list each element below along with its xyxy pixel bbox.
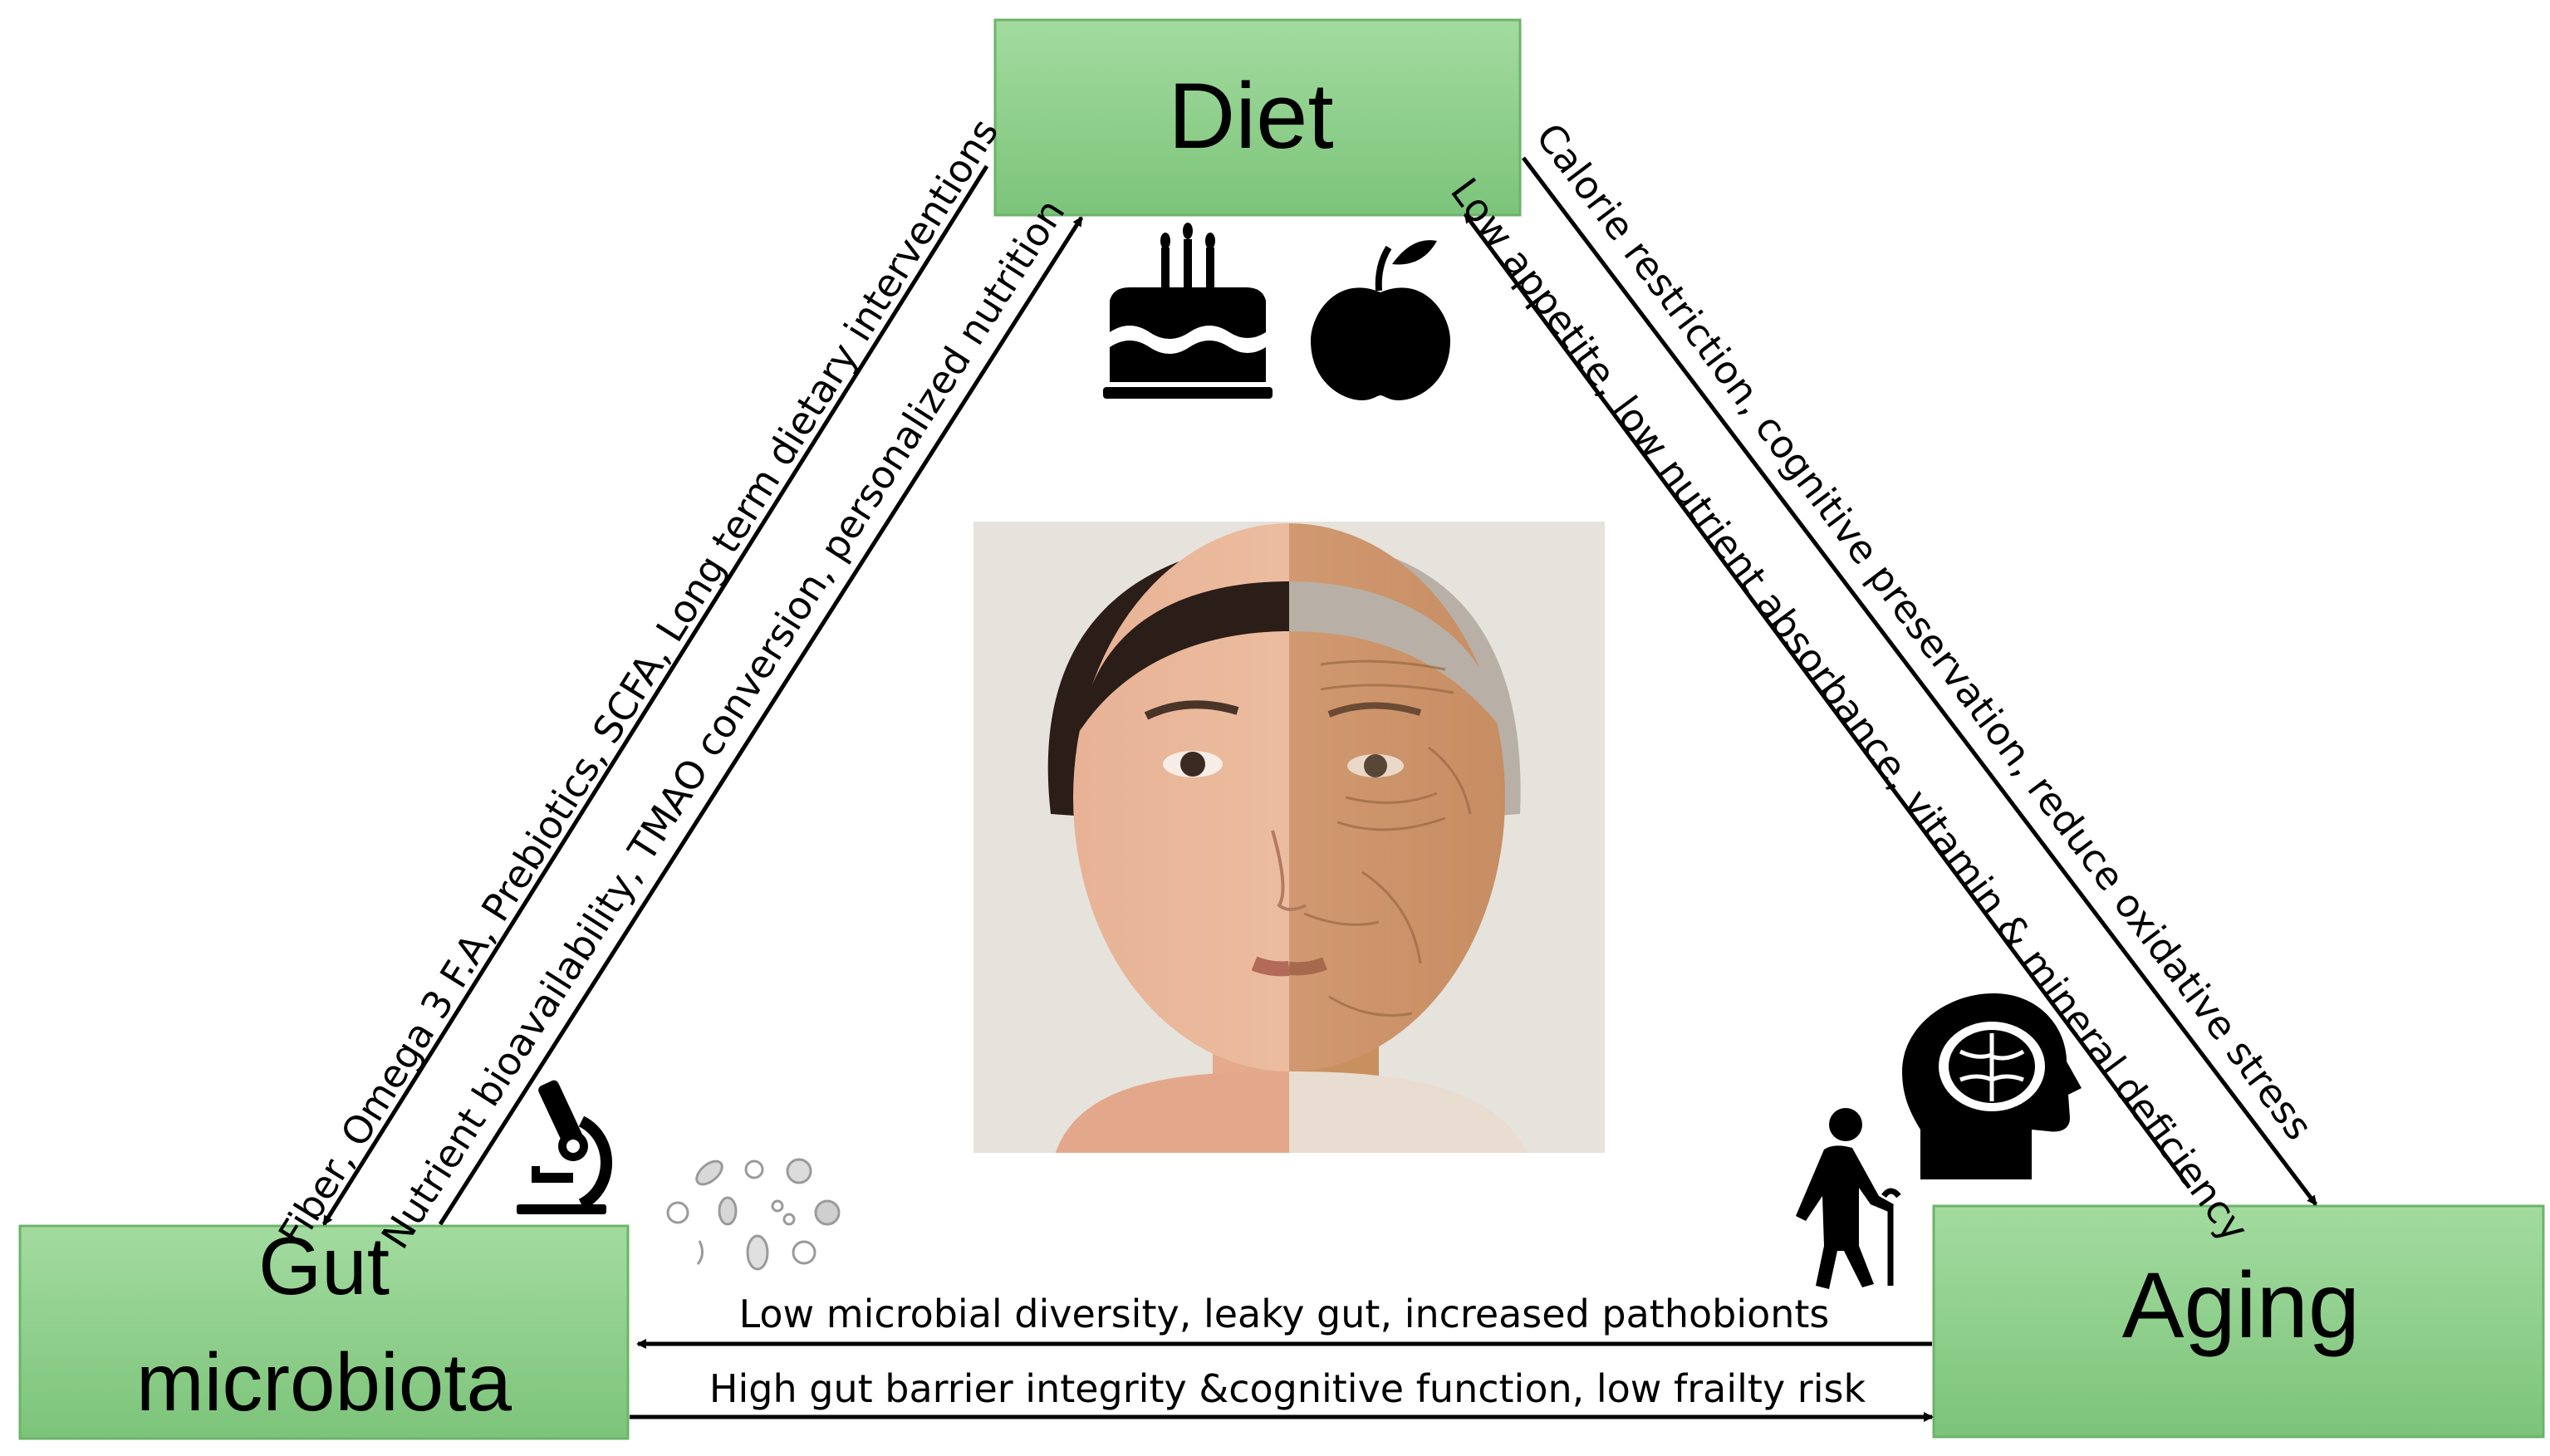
gut-label-line1: Gut bbox=[258, 1220, 390, 1311]
aging-face-image bbox=[973, 522, 1605, 1153]
edge-label-fiber: Fiber, Omega 3 F.A, Prebiotics, SCFA, Lo… bbox=[270, 110, 1008, 1253]
arrow-diet-to-aging bbox=[1522, 156, 2317, 1206]
gut-microbiota-node: Gut microbiota bbox=[18, 1220, 630, 1440]
apple-icon bbox=[1311, 240, 1450, 400]
microscope-icon bbox=[517, 1080, 612, 1214]
arrow-aging-to-diet bbox=[1463, 213, 2192, 1189]
diet-label: Diet bbox=[1168, 64, 1333, 168]
edge-label-calorie: Calorie restriction, cognitive preservat… bbox=[1528, 115, 2322, 1148]
edge-label-nutrient: Nutrient bioavailability, TMAO conversio… bbox=[372, 191, 1073, 1257]
arrow-gut-to-diet bbox=[438, 216, 1084, 1226]
diet-node: Diet bbox=[993, 18, 1522, 217]
brain-head-icon bbox=[1902, 993, 2082, 1179]
edge-label-low-microbial: Low microbial diversity, leaky gut, incr… bbox=[739, 1292, 1830, 1336]
arrow-diet-to-gut bbox=[321, 164, 989, 1226]
edge-label-high-barrier: High gut barrier integrity &cognitive fu… bbox=[709, 1366, 1866, 1411]
birthday-cake-icon bbox=[1103, 223, 1273, 399]
microbes-icon bbox=[666, 1158, 841, 1271]
aging-label: Aging bbox=[2122, 1253, 2360, 1357]
gut-label-line2: microbiota bbox=[136, 1336, 512, 1428]
elderly-person-icon bbox=[1796, 1108, 1901, 1289]
aging-node: Aging bbox=[1932, 1204, 2545, 1439]
